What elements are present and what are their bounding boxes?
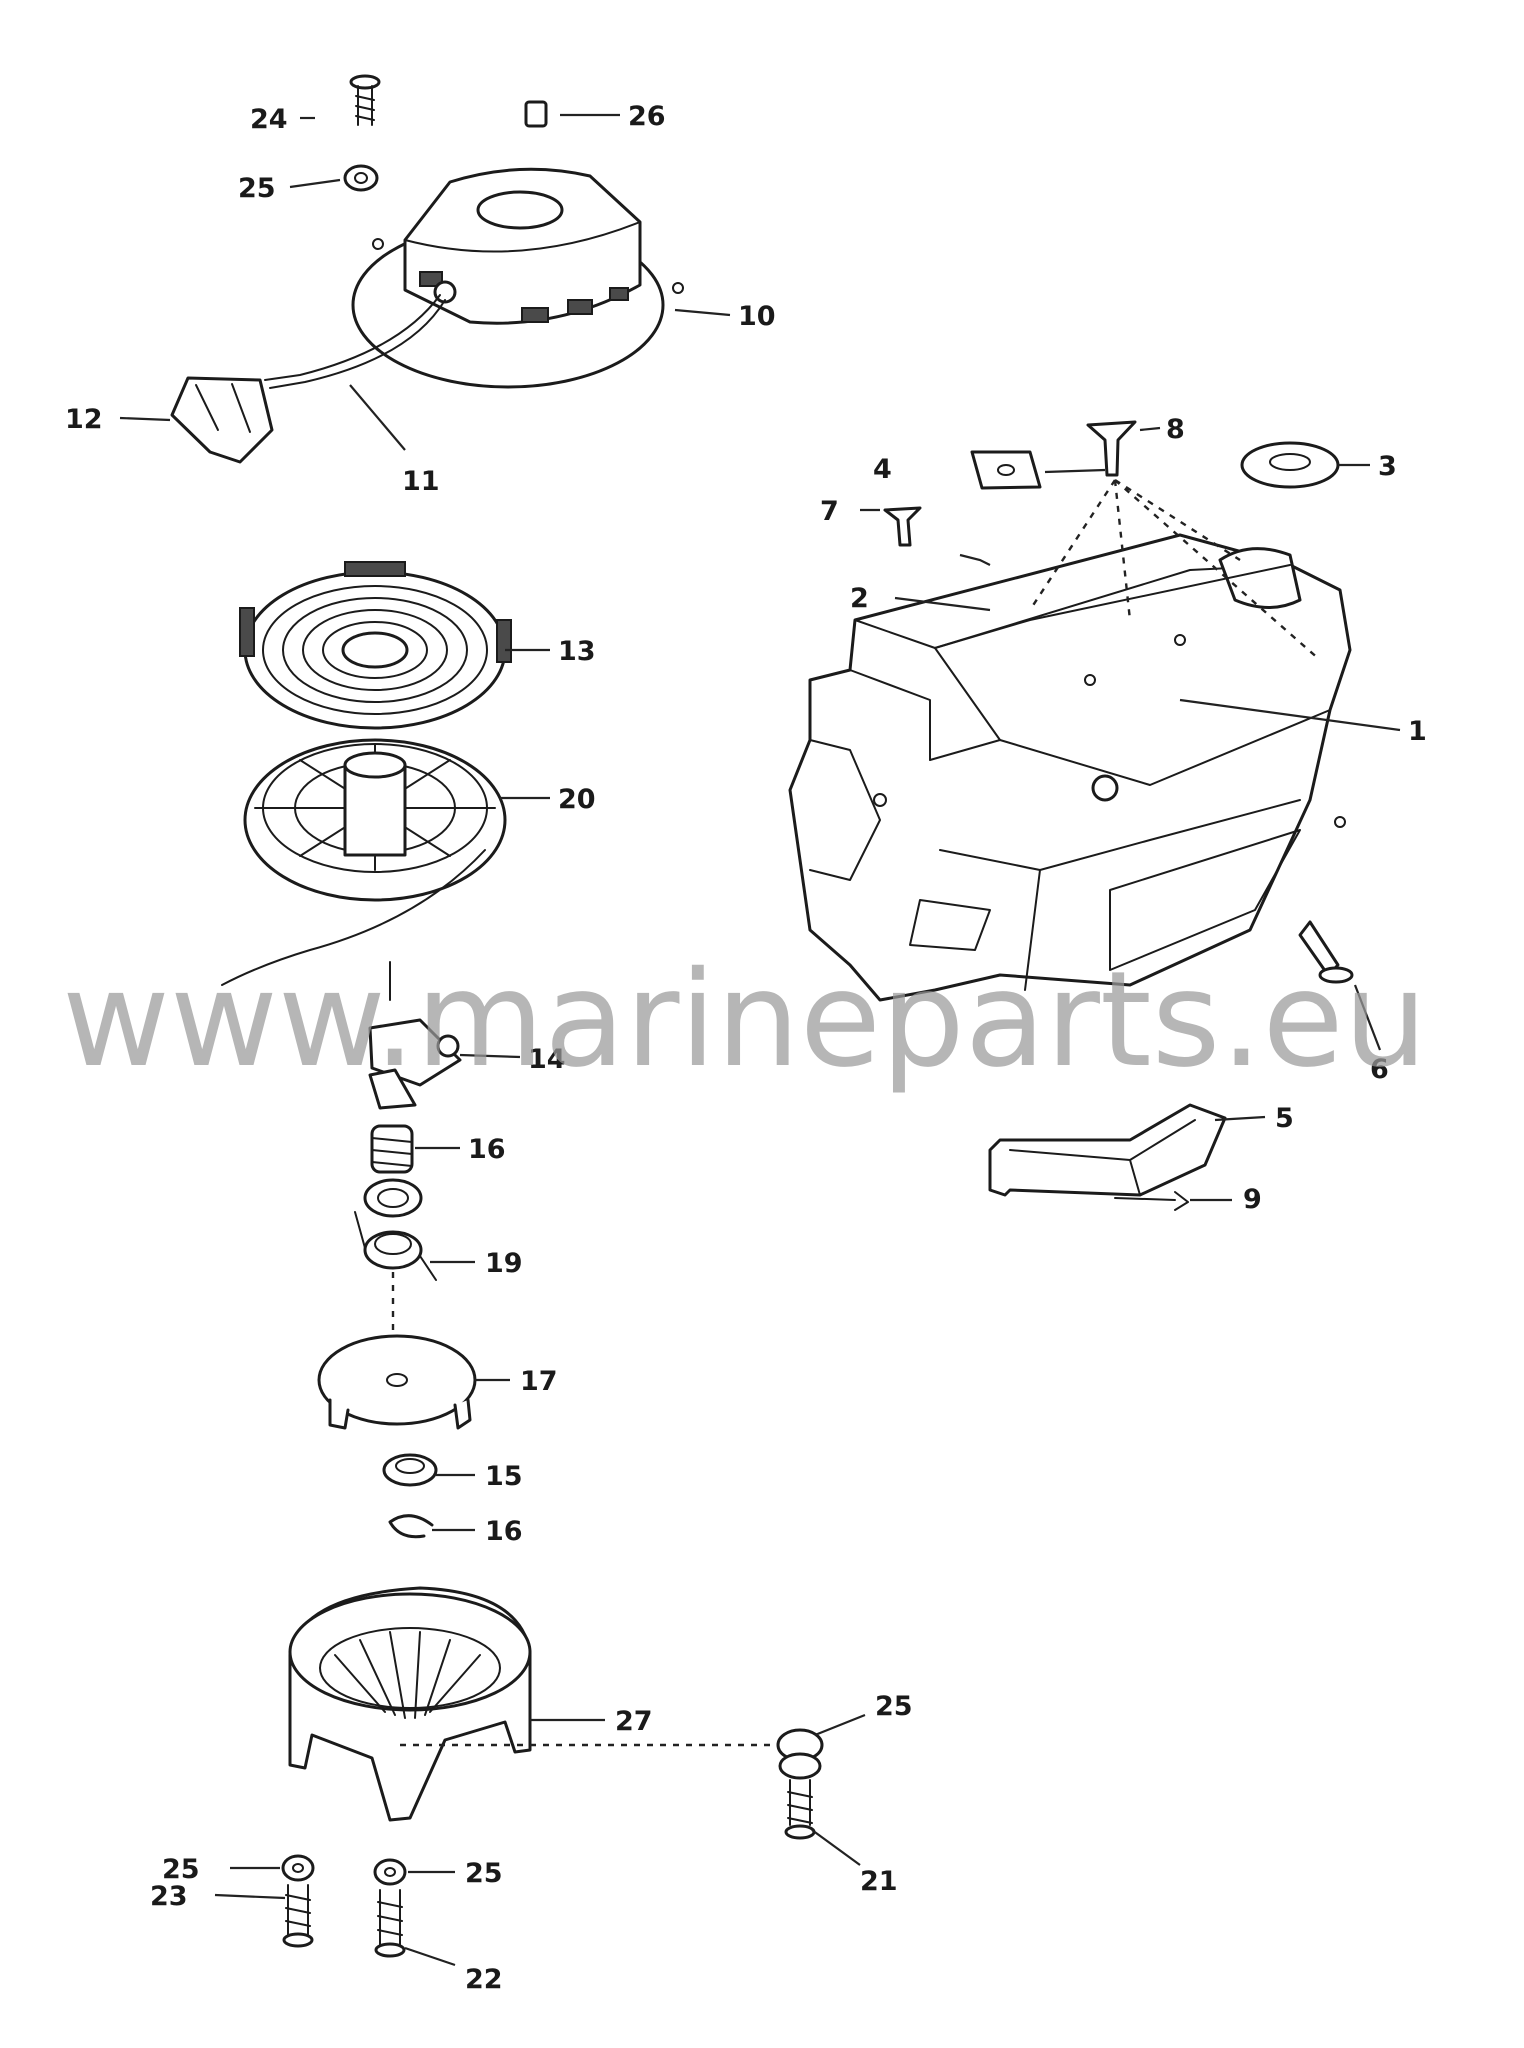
screw-7 — [883, 506, 922, 547]
bracket-5 — [988, 1103, 1227, 1197]
screw-22 — [374, 1889, 406, 1958]
label-27: 27 — [615, 1706, 653, 1737]
label-8: 8 — [1166, 414, 1185, 445]
screw-21 — [784, 1779, 816, 1840]
screw-8-guides — [1028, 478, 1321, 661]
label-12: 12 — [65, 404, 103, 435]
washer-25-right — [776, 1728, 824, 1780]
label-6: 6 — [1370, 1054, 1389, 1085]
plate-17 — [317, 1334, 477, 1430]
starter-cord — [264, 294, 446, 389]
label-2: 2 — [850, 583, 869, 614]
label-20: 20 — [558, 784, 596, 815]
screw-23 — [282, 1884, 314, 1948]
label-10: 10 — [738, 301, 776, 332]
spring-19 — [354, 1211, 437, 1281]
screw-6 — [1298, 920, 1354, 984]
label-19: 19 — [485, 1248, 523, 1279]
engine-cover — [788, 533, 1352, 1002]
e-clip-16 — [388, 1514, 434, 1539]
nut-26 — [524, 100, 548, 128]
leader-lines — [119, 113, 1401, 1967]
starter-pulley — [221, 738, 507, 986]
label-25a: 25 — [238, 173, 276, 204]
starter-cup — [288, 1586, 532, 1822]
starter-housing — [351, 167, 684, 389]
part-labels: 1 2 3 4 5 6 7 8 9 10 11 12 13 14 15 16 1… — [65, 101, 1427, 1995]
label-4: 4 — [873, 454, 892, 485]
label-9: 9 — [1243, 1184, 1262, 1215]
label-25c: 25 — [162, 1854, 200, 1885]
label-15: 15 — [485, 1461, 523, 1492]
label-17: 17 — [520, 1366, 558, 1397]
watermark-text: www.marineparts.eu — [62, 943, 1427, 1097]
label-23: 23 — [150, 1881, 188, 1912]
label-14: 14 — [528, 1044, 566, 1075]
label-25b: 25 — [875, 1691, 913, 1722]
washer-25-lower-left — [281, 1854, 315, 1882]
gasket-4 — [970, 450, 1042, 490]
screw-9 — [1114, 1191, 1189, 1211]
label-5: 5 — [1275, 1103, 1294, 1134]
label-16a: 16 — [468, 1134, 506, 1165]
washer-25-lower-mid — [373, 1858, 407, 1886]
grommet-3 — [1240, 441, 1340, 489]
label-16b: 16 — [485, 1516, 523, 1547]
rewind-spring — [239, 561, 512, 730]
bushing — [363, 1178, 423, 1218]
label-1: 1 — [1408, 716, 1427, 747]
label-26: 26 — [628, 101, 666, 132]
starter-handle — [170, 376, 274, 464]
ratchet-pawl — [368, 961, 462, 1110]
label-24: 24 — [250, 104, 288, 135]
spring-16-upper — [370, 1124, 414, 1174]
label-11: 11 — [402, 466, 440, 497]
label-7: 7 — [820, 496, 839, 527]
label-22: 22 — [465, 1964, 503, 1995]
screw-8 — [1086, 420, 1137, 477]
washer-25-top — [343, 164, 379, 192]
retainer-15 — [382, 1453, 438, 1487]
screw-24 — [349, 74, 381, 126]
label-21: 21 — [860, 1866, 898, 1897]
label-3: 3 — [1378, 451, 1397, 482]
label-25d: 25 — [465, 1858, 503, 1889]
label-13: 13 — [558, 636, 596, 667]
